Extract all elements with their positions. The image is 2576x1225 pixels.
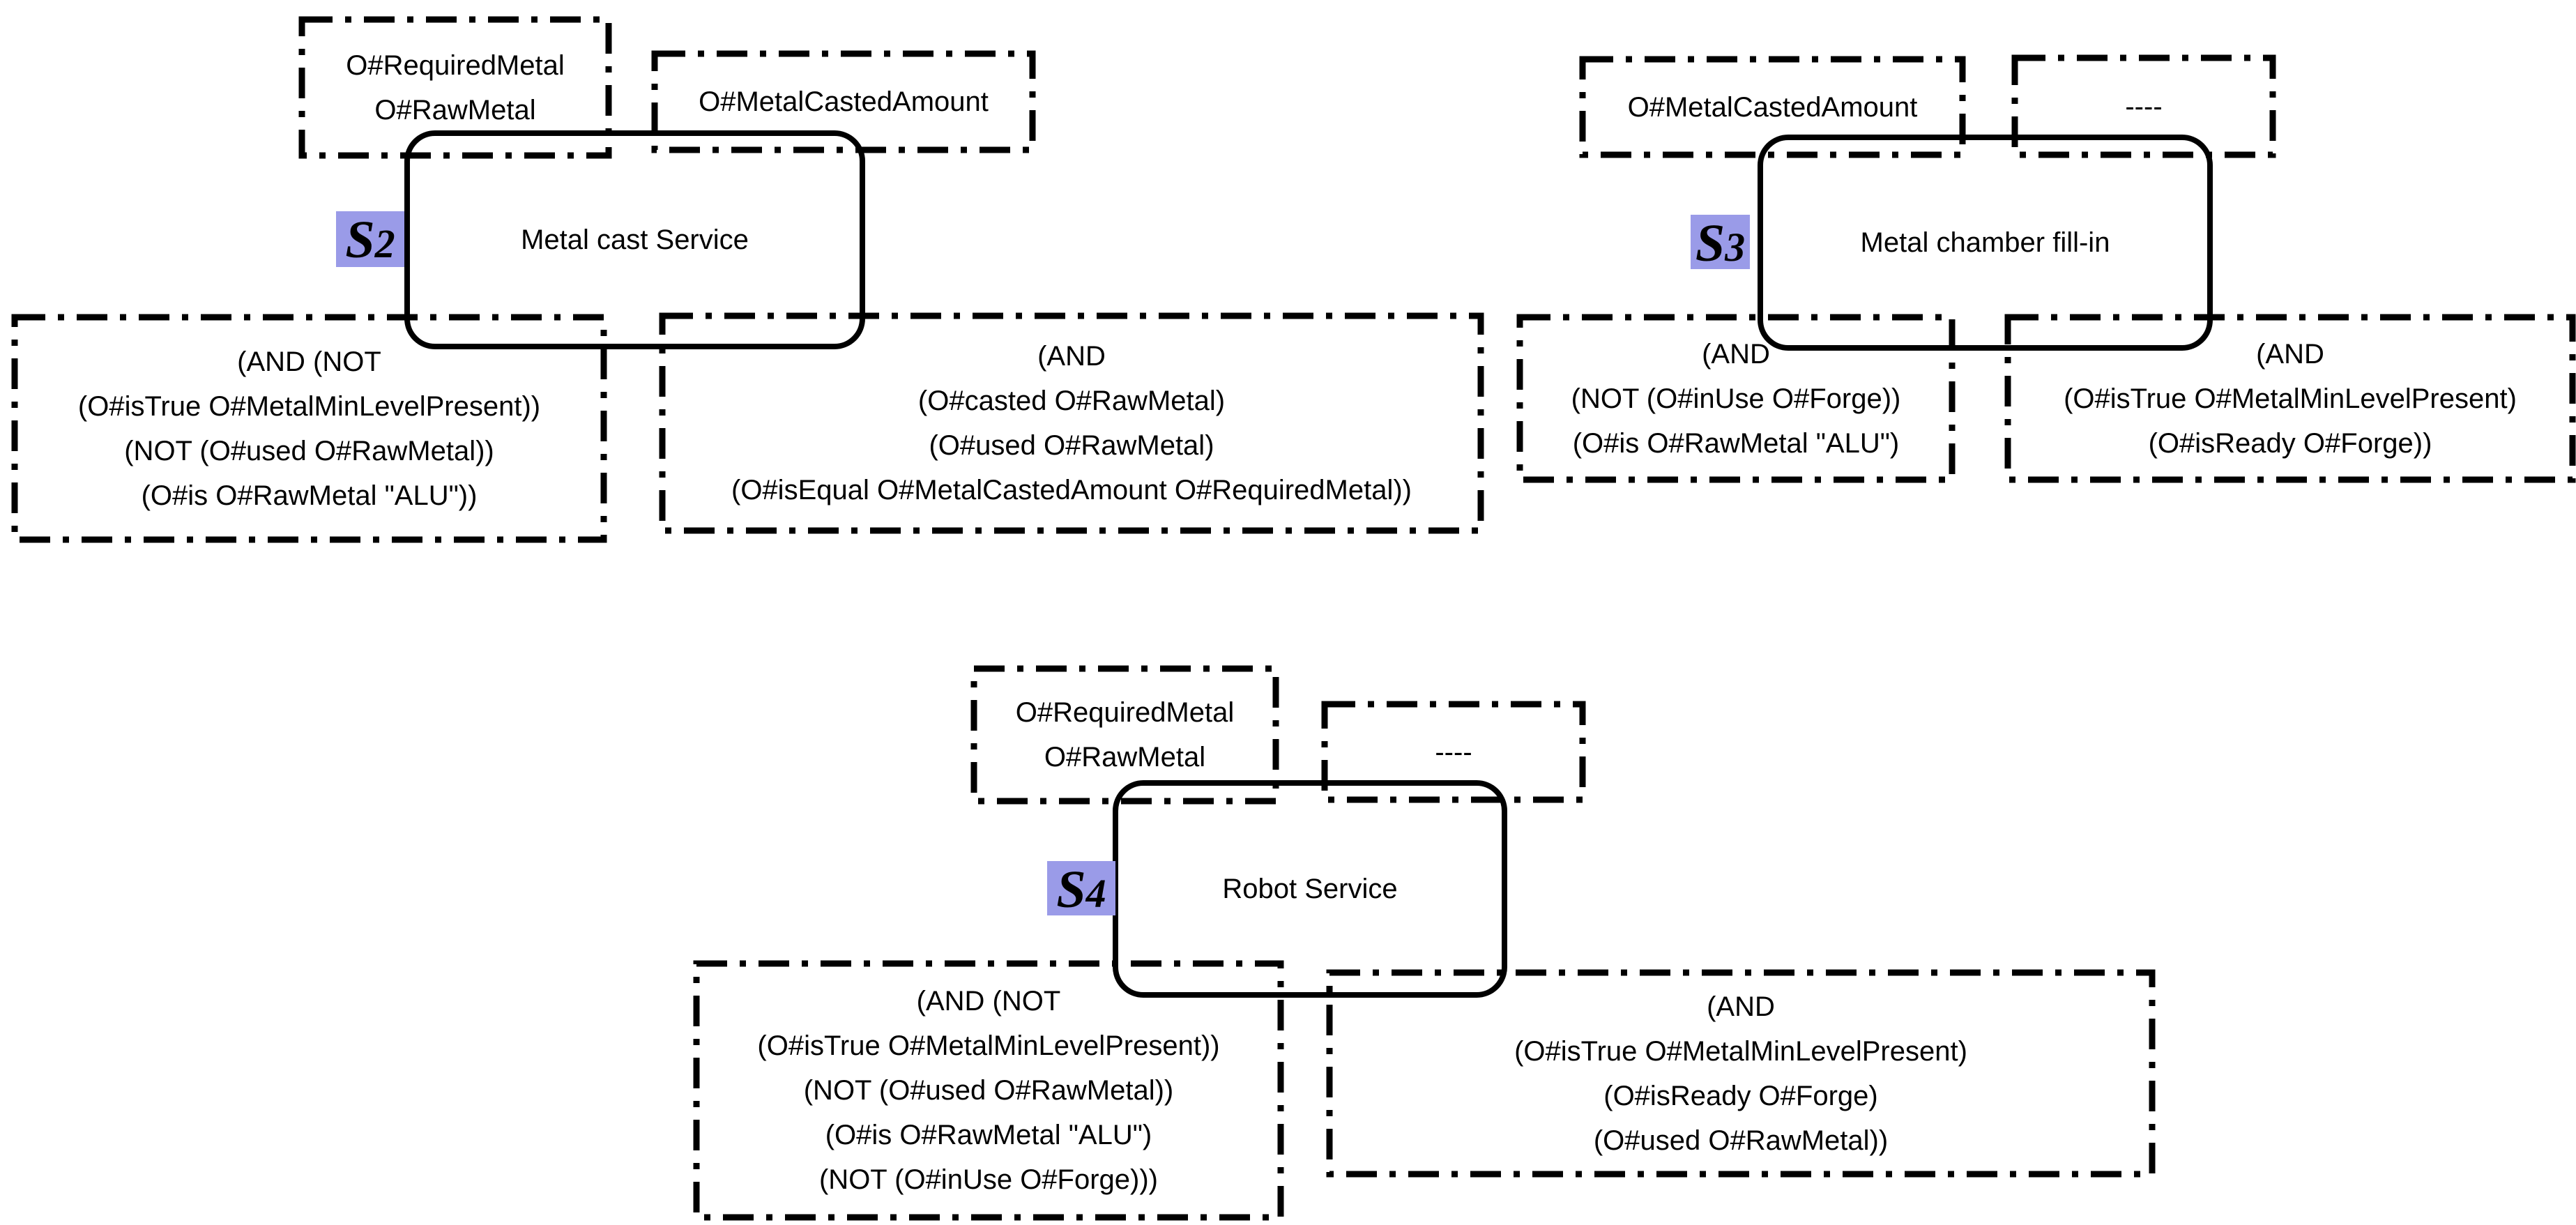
s3-preconditions-border [1516,314,1956,483]
text-line: O#MetalCastedAmount [1627,91,1918,123]
s4-label-digit: 4 [1085,871,1106,916]
text-line: (O#used O#RawMetal)) [1593,1125,1889,1156]
text-line: (O#isTrue O#MetalMinLevelPresent) [1514,1035,1967,1067]
s3-service-title: Metal chamber fill-in [1860,227,2110,258]
s4-outputs-border [1321,701,1586,803]
s2-service-border [404,130,865,349]
text-line: (O#is O#RawMetal "ALU") [825,1120,1152,1150]
s4-label-badge: S4 [1047,861,1115,918]
text-line: (AND [2256,338,2324,370]
text-line: (NOT (O#inUse O#Forge)) [1571,383,1901,414]
text-line: (O#isEqual O#MetalCastedAmount O#Require… [731,475,1412,505]
s4-outputs-box: ---- [1325,704,1583,800]
s2-outputs-box: O#MetalCastedAmount [655,54,1032,150]
s2-outputs-border [651,50,1036,153]
text-line: (O#isTrue O#MetalMinLevelPresent) [2064,383,2517,414]
s3-effects-box: (AND (O#isTrue O#MetalMinLevelPresent) (O#… [2008,317,2573,480]
s3-label-letter: S [1695,214,1725,273]
s3-preconditions-box: (AND (NOT (O#inUse O#Forge)) (O#is O#RawMe… [1520,317,1952,480]
s3-label-digit: 3 [1725,225,1746,270]
text-line: (O#is O#RawMetal "ALU")) [141,480,478,511]
s3-outputs-box: ---- [2015,58,2273,155]
s2-preconditions-border [11,314,607,543]
text-line: (O#isTrue O#MetalMinLevelPresent)) [757,1030,1220,1061]
text-line: O#RawMetal [374,94,536,125]
s2-preconditions-box: (AND (NOT (O#isTrue O#MetalMinLevelPresen… [15,317,604,540]
text-line: (NOT (O#used O#RawMetal)) [803,1075,1174,1106]
text-line: (O#is O#RawMetal "ALU") [1572,427,1900,459]
s2-service-box: Metal cast Service [407,133,862,347]
s4-effects-box: (AND (O#isTrue O#MetalMinLevelPresent) (O#… [1329,973,2152,1174]
text-line: (NOT (O#inUse O#Forge))) [818,1164,1158,1195]
s2-effects-border [659,312,1484,534]
s3-service-border [1758,135,2213,351]
text-line: ---- [1435,736,1472,768]
text-line: (AND (NOT [916,986,1061,1017]
s2-label-badge: S2 [336,211,404,269]
text-line: (O#isReady O#Forge) [1603,1080,1878,1111]
s2-label-digit: 2 [374,221,395,266]
text-line: (O#used O#RawMetal) [929,430,1214,461]
s4-service-border [1113,780,1507,998]
text-line: (NOT (O#used O#RawMetal)) [124,435,494,466]
text-line: O#RequiredMetal [346,50,565,81]
text-line: (AND [1702,338,1770,370]
s2-label-letter: S [345,211,375,269]
s3-inputs-box: O#MetalCastedAmount [1583,59,1963,155]
text-line: O#RawMetal [1044,742,1206,773]
s3-label-badge: S3 [1691,215,1750,272]
text-line: O#MetalCastedAmount [699,86,989,117]
text-line: (AND [1037,341,1106,372]
s3-effects-border [2004,314,2576,483]
text-line: O#RequiredMetal [1015,697,1235,728]
text-line: (O#casted O#RawMetal) [917,386,1226,416]
text-line: ---- [2125,91,2163,122]
s2-effects-box: (AND (O#casted O#RawMetal) (O#used O#RawMe… [662,316,1481,531]
s4-preconditions-box: (AND (NOT (O#isTrue O#MetalMinLevelPresen… [696,964,1281,1217]
s4-service-title: Robot Service [1222,873,1398,904]
s3-outputs-border [2011,54,2276,158]
text-line: (AND [1707,991,1775,1022]
s4-service-box: Robot Service [1115,783,1504,995]
s3-service-box: Metal chamber fill-in [1760,137,2210,348]
s4-effects-border [1326,969,2156,1178]
s4-label-letter: S [1056,860,1086,919]
s4-inputs-border [970,665,1279,805]
s2-inputs-border [298,16,612,159]
text-line: (O#isTrue O#MetalMinLevelPresent)) [77,390,541,422]
text-line: (O#isReady O#Forge)) [2148,427,2432,459]
s2-service-title: Metal cast Service [521,224,749,255]
s4-preconditions-border [693,960,1284,1221]
s3-inputs-border [1579,56,1966,158]
text-line: (AND (NOT [237,346,381,377]
